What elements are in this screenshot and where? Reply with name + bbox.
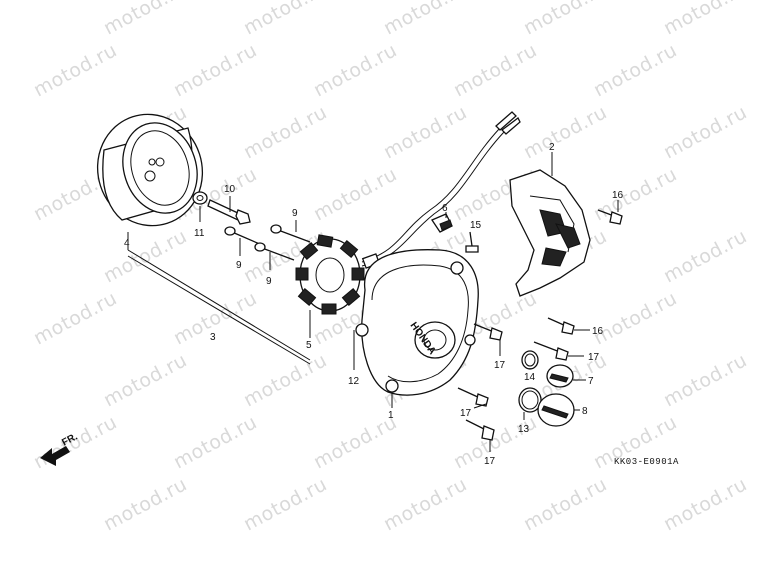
leader-lines — [127, 152, 619, 452]
stator-bolt-9b[interactable] — [224, 226, 263, 246]
callout-12: 12 — [348, 376, 360, 387]
callout-9a: 9 — [292, 208, 298, 219]
callout-17c: 17 — [460, 408, 472, 419]
callout-labels: 1 2 3 4 5 6 7 8 9 9 9 10 11 12 13 14 15 … — [124, 142, 624, 467]
flange-bolt-10[interactable] — [207, 199, 251, 225]
callout-6: 6 — [442, 203, 448, 214]
cover-bolt-17c[interactable] — [457, 387, 489, 407]
sprocket-cover[interactable] — [509, 169, 591, 297]
callout-13: 13 — [518, 424, 530, 435]
callout-9b: 9 — [236, 260, 242, 271]
callout-2: 2 — [549, 142, 555, 153]
stator-assembly[interactable] — [295, 234, 365, 315]
washer-11[interactable] — [192, 191, 208, 205]
timing-hole-cap-7[interactable] — [546, 364, 574, 388]
left-crankcase-cover[interactable] — [355, 249, 479, 396]
callout-8: 8 — [582, 406, 588, 417]
callout-16a: 16 — [612, 190, 624, 201]
callout-4: 4 — [124, 238, 130, 249]
callout-3: 3 — [210, 332, 216, 343]
callout-15: 15 — [470, 220, 482, 231]
cover-bolt-17a[interactable] — [473, 323, 503, 341]
cover-bolt-17d[interactable] — [465, 419, 495, 441]
sprocket-cover-bolt-16a[interactable] — [597, 209, 623, 225]
callout-17d: 17 — [484, 456, 496, 467]
wire-harness — [361, 111, 521, 269]
wire-clamp-6[interactable] — [431, 213, 453, 233]
callout-11: 11 — [194, 228, 205, 239]
callout-5: 5 — [306, 340, 312, 351]
callout-17b: 17 — [588, 352, 600, 363]
front-direction-label: FR. — [60, 431, 80, 448]
callout-14: 14 — [524, 372, 536, 383]
stator-bolt-9a[interactable] — [270, 224, 311, 243]
callout-17a: 17 — [494, 360, 506, 371]
o-ring-13[interactable] — [518, 387, 542, 413]
stator-bolt-9c[interactable] — [254, 242, 295, 261]
bolt-15[interactable] — [465, 231, 479, 253]
drawing-code: KK03-E0901A — [614, 457, 679, 467]
callout-7: 7 — [588, 376, 594, 387]
front-direction-arrow: FR. — [40, 431, 80, 466]
crankshaft-hole-cap-8[interactable] — [537, 393, 575, 427]
callout-16b: 16 — [592, 326, 604, 337]
cover-bolt-17b[interactable] — [533, 341, 569, 361]
flywheel-rotor[interactable] — [83, 101, 217, 240]
callout-9c: 9 — [266, 276, 272, 287]
sprocket-cover-bolt-16b[interactable] — [547, 317, 575, 335]
o-ring-14[interactable] — [521, 350, 539, 370]
callout-10: 10 — [224, 184, 236, 195]
callout-1: 1 — [388, 410, 394, 421]
